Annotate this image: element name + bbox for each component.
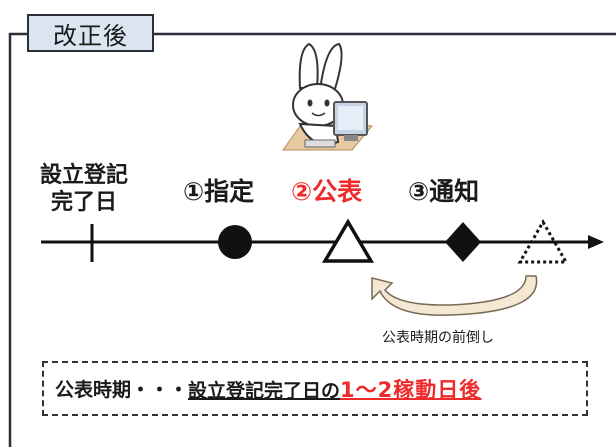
section-title-tab: 改正後 <box>27 14 154 52</box>
step2-marker-triangle <box>321 218 375 263</box>
base-date-label-line2: 完了日 <box>51 190 118 215</box>
rabbit-mascot-illustration <box>282 42 373 151</box>
former-publication-marker <box>517 218 569 264</box>
step1-label: ①指定 <box>183 177 255 206</box>
step3-marker-diamond <box>445 222 481 262</box>
step1-marker-circle <box>218 225 252 259</box>
timeline-arrowhead <box>588 235 604 249</box>
note-underlined: 設立登記完了日の1～2稼動日後 <box>188 374 481 404</box>
advance-arrow-caption: 公表時期の前倒し <box>382 330 494 346</box>
step2-label: ②公表 <box>291 177 363 206</box>
note-underlined-text: 設立登記完了日の <box>188 379 341 402</box>
advance-arrow <box>371 275 538 316</box>
step3-label: ③通知 <box>408 177 480 206</box>
base-date-label: 設立登記 完了日 <box>40 162 128 216</box>
note-prefix: 公表時期・・・ <box>55 379 189 401</box>
note-highlight: 1～2稼動日後 <box>340 377 482 402</box>
panel-frame <box>8 32 616 447</box>
publication-timing-note: 公表時期・・・設立登記完了日の1～2稼動日後 <box>42 361 588 416</box>
base-date-label-line1: 設立登記 <box>40 163 129 188</box>
